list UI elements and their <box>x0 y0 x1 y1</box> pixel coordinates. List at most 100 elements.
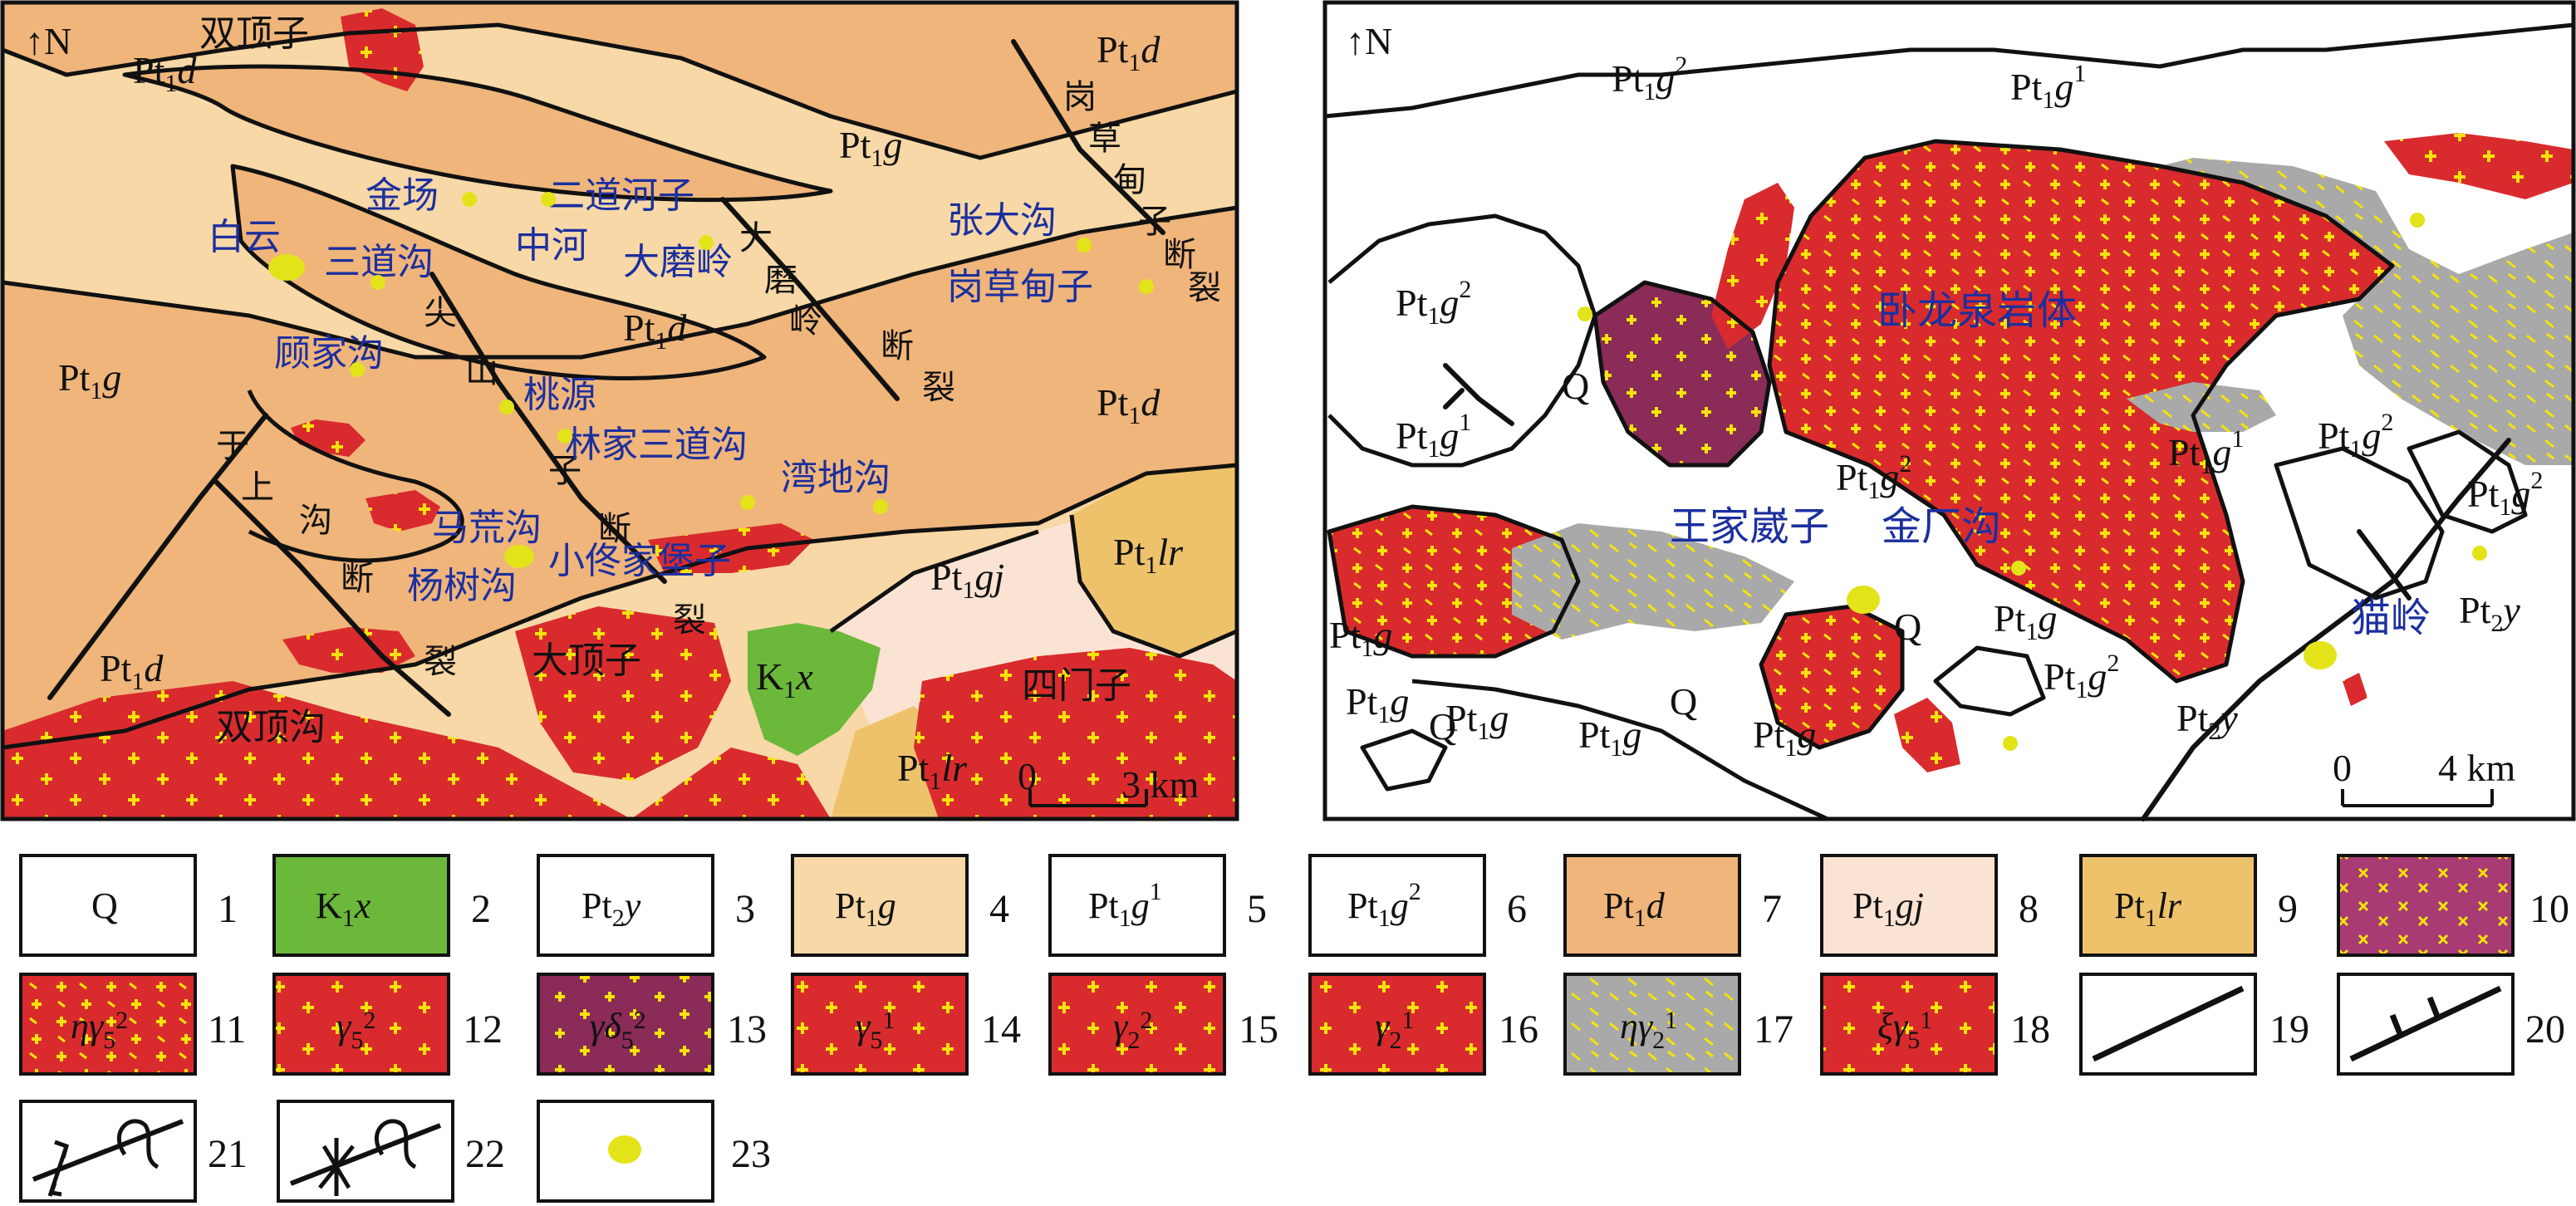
svg-text:ξγ51: ξγ51 <box>1877 1006 1932 1054</box>
svg-text:4 km: 4 km <box>2438 747 2516 789</box>
left-deposits <box>268 192 1154 568</box>
svg-text:中河: 中河 <box>515 224 588 267</box>
unit-K1x <box>748 623 881 756</box>
svg-text:9: 9 <box>2278 887 2298 931</box>
legend-item-8: Pt1gj 8 <box>1820 854 2039 957</box>
svg-text:3: 3 <box>735 887 755 931</box>
right-place-labels: 卧龙泉岩体 王家崴子 金厂沟 猫岭 <box>1670 287 2431 641</box>
unit-Pt1d-band <box>125 66 831 200</box>
intrusion-shuangdinggou <box>2 681 631 819</box>
svg-text:小佟家堡子: 小佟家堡子 <box>548 540 731 582</box>
svg-text:湾地沟: 湾地沟 <box>781 457 891 499</box>
svg-text:二道河子: 二道河子 <box>548 174 694 217</box>
svg-text:猫岭: 猫岭 <box>2351 595 2431 641</box>
intrusion-small-3 <box>282 627 415 673</box>
svg-text:林家三道沟: 林家三道沟 <box>565 424 748 466</box>
svg-text:于: 于 <box>216 427 249 465</box>
intrusion-wangjia-west <box>1329 507 1578 656</box>
intrusion-maoling <box>2343 673 2367 706</box>
legend-item-18: ξγ51 18 <box>1820 973 2050 1076</box>
svg-text:12: 12 <box>463 1007 503 1052</box>
svg-text:杨树沟: 杨树沟 <box>407 565 517 607</box>
legend-item-1: Q 1 <box>19 854 238 957</box>
intrusion-dadingzi <box>515 606 731 781</box>
right-deposits <box>1577 213 2487 751</box>
svg-text:Pt1g: Pt1g <box>1753 713 1816 762</box>
svg-text:上: 上 <box>241 468 274 507</box>
svg-text:Pt2y: Pt2y <box>2459 589 2520 637</box>
svg-text:20: 20 <box>2525 1007 2565 1052</box>
svg-text:17: 17 <box>1754 1007 1793 1052</box>
legend-item-21: 21 <box>19 1100 248 1203</box>
svg-text:13: 13 <box>727 1007 767 1052</box>
intrusion-ne <box>2384 133 2574 199</box>
svg-text:γ52: γ52 <box>336 1006 375 1054</box>
svg-text:金厂沟: 金厂沟 <box>1882 503 2001 550</box>
legend-item-12: γ52 12 <box>272 973 503 1076</box>
svg-text:顾家沟: 顾家沟 <box>274 332 384 375</box>
svg-text:4: 4 <box>989 887 1009 931</box>
svg-text:裂: 裂 <box>424 643 457 681</box>
legend-item-11: ηγ52 11 <box>19 973 246 1076</box>
svg-text:Pt2y: Pt2y <box>581 885 641 932</box>
svg-text:张大沟: 张大沟 <box>947 199 1057 242</box>
svg-text:10: 10 <box>2529 887 2569 931</box>
svg-text:岗: 岗 <box>1063 78 1097 116</box>
left-formation-labels: Pt1d Pt1d Pt1g Pt1d Pt1d Pt1g Pt1d Pt1gj… <box>58 28 1184 795</box>
left-map-border <box>0 0 1239 821</box>
legend-item-20: 20 <box>2337 973 2565 1076</box>
svg-text:子: 子 <box>1138 203 1171 241</box>
svg-text:5: 5 <box>1247 887 1267 931</box>
svg-text:1: 1 <box>218 887 238 931</box>
right-map: ↑N Pt1g2 Pt1g1 Pt1g2 Pt1g1 Pt1g2 Pt1g1 P… <box>1322 0 2576 821</box>
intrusion-thin <box>1711 183 1794 349</box>
svg-text:大顶子: 大顶子 <box>532 640 641 682</box>
svg-text:0: 0 <box>2333 747 2352 789</box>
svg-text:2: 2 <box>471 887 491 931</box>
svg-text:Pt1g: Pt1g <box>1346 680 1409 728</box>
unit-Pt1d-middle <box>233 166 764 379</box>
intrusion-gray-west <box>1512 523 1794 640</box>
svg-text:Pt1g2: Pt1g2 <box>1396 276 1471 330</box>
svg-text:Pt1g: Pt1g <box>1994 597 2057 645</box>
svg-text:王家崴子: 王家崴子 <box>1670 503 1829 550</box>
svg-text:Pt1g1: Pt1g1 <box>2010 60 2086 114</box>
svg-text:四门子: 四门子 <box>1022 664 1131 707</box>
intrusion-gray-east <box>2127 158 2574 465</box>
left-map: ↑N Pt1d Pt1d Pt1g Pt1d Pt1d Pt1g Pt1d Pt… <box>0 0 1239 821</box>
legend-item-23: 23 <box>537 1100 771 1203</box>
svg-text:断: 断 <box>341 560 374 598</box>
legend-item-9: Pt1lr 9 <box>2079 854 2298 957</box>
legend-item-3: Pt2y 3 <box>537 854 755 957</box>
left-structure-labels: 双顶子 双顶沟 大顶子 四门子 岗 草 甸 子 断 裂 大 磨 岭 断 裂 尖 … <box>199 12 1221 748</box>
svg-text:磨: 磨 <box>764 261 797 299</box>
svg-text:19: 19 <box>2269 1007 2309 1052</box>
left-scalebar: 0 3 km <box>1018 755 1200 807</box>
svg-text:大: 大 <box>739 219 773 257</box>
svg-text:11: 11 <box>208 1007 246 1052</box>
svg-text:21: 21 <box>208 1132 248 1176</box>
legend-item-2: K1x 2 <box>272 854 491 957</box>
svg-text:断: 断 <box>1163 236 1196 274</box>
svg-text:22: 22 <box>465 1132 505 1176</box>
intrusion-gray-small <box>2127 382 2276 432</box>
svg-text:断: 断 <box>881 327 914 365</box>
svg-text:ηγ52: ηγ52 <box>71 1006 128 1054</box>
svg-text:3 km: 3 km <box>1121 763 1200 806</box>
svg-text:14: 14 <box>981 1007 1021 1052</box>
svg-text:大磨岭: 大磨岭 <box>623 241 733 283</box>
intrusion-south-small <box>631 748 831 819</box>
svg-text:Pt1g: Pt1g <box>1578 713 1641 762</box>
north-arrow-right: ↑N <box>1346 20 1392 62</box>
left-place-labels: 白云 金场 三道沟 二道河子 中河 大磨岭 张大沟 岗草甸子 顾家沟 桃源 林家… <box>208 174 1093 607</box>
legend-item-17: ηγ21 17 <box>1563 973 1793 1076</box>
legend-item-13: γδ52 13 <box>537 973 767 1076</box>
svg-text:马荒沟: 马荒沟 <box>432 507 542 549</box>
intrusion-tiny <box>1894 698 1960 772</box>
svg-text:断: 断 <box>598 510 631 548</box>
svg-text:Pt1g: Pt1g <box>835 885 896 932</box>
svg-text:Pt1d: Pt1d <box>1097 28 1160 76</box>
intrusion-simenzi <box>914 648 1237 819</box>
svg-text:7: 7 <box>1762 887 1782 931</box>
